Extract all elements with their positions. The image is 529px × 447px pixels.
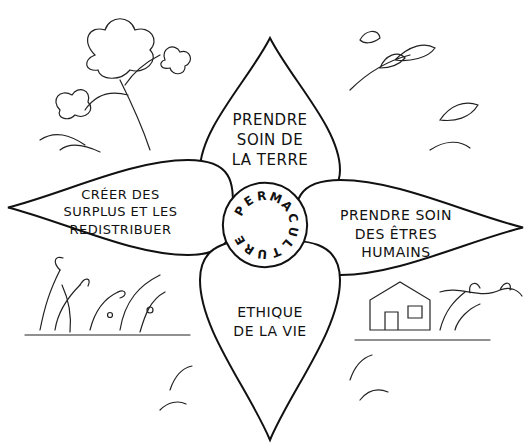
petal-text: PRENDRE SOIN DE LA TERRE [226, 110, 314, 171]
petal-text: CRÉER DES SURPLUS ET LES REDISTRIBUER [58, 186, 183, 239]
petal-text: PRENDRE SOIN DES ÊTRES HUMAINS [335, 206, 457, 263]
petal: CRÉER DES SURPLUS ET LES REDISTRIBUER [8, 160, 233, 255]
circular-title: PERMACULTURE [222, 182, 308, 268]
center-circle: PERMACULTURE [222, 182, 308, 268]
title-letter: C [284, 209, 303, 226]
petal-text: ETHIQUE DE LA VIE [230, 303, 310, 341]
petal-outline [200, 240, 340, 440]
petal: ETHIQUE DE LA VIE [200, 240, 340, 440]
